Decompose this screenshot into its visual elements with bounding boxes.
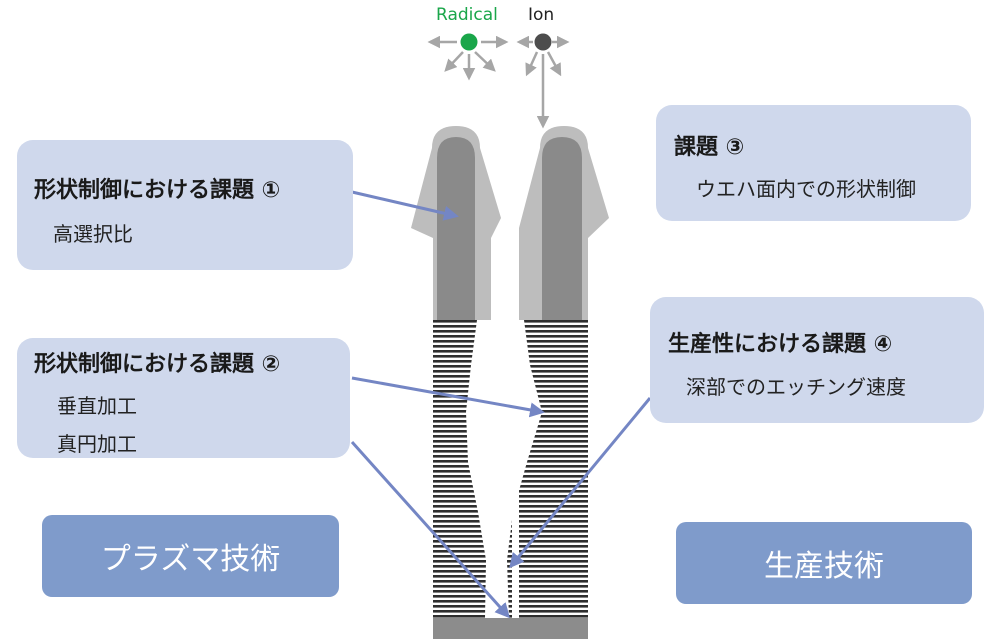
callout-box-3: 課題 ③ ウエハ面内での形状制御	[656, 105, 971, 221]
callout-4-title: 生産性における課題 ④	[668, 332, 893, 357]
callout-1-title: 形状制御における課題 ①	[34, 178, 281, 203]
callout-2-line-1: 垂直加工	[57, 394, 137, 418]
radical-label: Radical	[436, 5, 498, 25]
callout-arrow-1	[351, 190, 459, 221]
callout-2-title: 形状制御における課題 ②	[34, 352, 281, 377]
ion-label: Ion	[528, 5, 555, 25]
etched-hole	[466, 320, 542, 618]
callout-3-title: 課題 ③	[674, 135, 745, 160]
mask-core-left	[437, 137, 475, 320]
callout-arrow-2a	[351, 376, 545, 418]
plasma-technology-box: プラズマ技術	[42, 515, 339, 597]
callout-box-4: 生産性における課題 ④ 深部でのエッチング速度	[650, 297, 984, 423]
callout-2-line-2: 真円加工	[57, 432, 137, 456]
radical-particle	[427, 35, 509, 81]
callout-1-line-1: 高選択比	[53, 222, 133, 246]
callout-box-2: 形状制御における課題 ② 垂直加工 真円加工	[17, 338, 350, 458]
ion-dot	[534, 33, 552, 51]
callout-box-1: 形状制御における課題 ① 高選択比	[17, 140, 353, 270]
callout-arrow-2b	[350, 440, 511, 619]
production-technology-box: 生産技術	[676, 522, 972, 604]
ion-particle	[516, 35, 570, 129]
substrate	[433, 618, 588, 639]
callout-4-line-1: 深部でのエッチング速度	[686, 375, 906, 399]
mask-core-right	[542, 137, 582, 320]
callout-3-line-1: ウエハ面内での形状制御	[696, 177, 916, 201]
callout-arrow-4	[509, 397, 652, 569]
radical-dot	[460, 33, 478, 51]
